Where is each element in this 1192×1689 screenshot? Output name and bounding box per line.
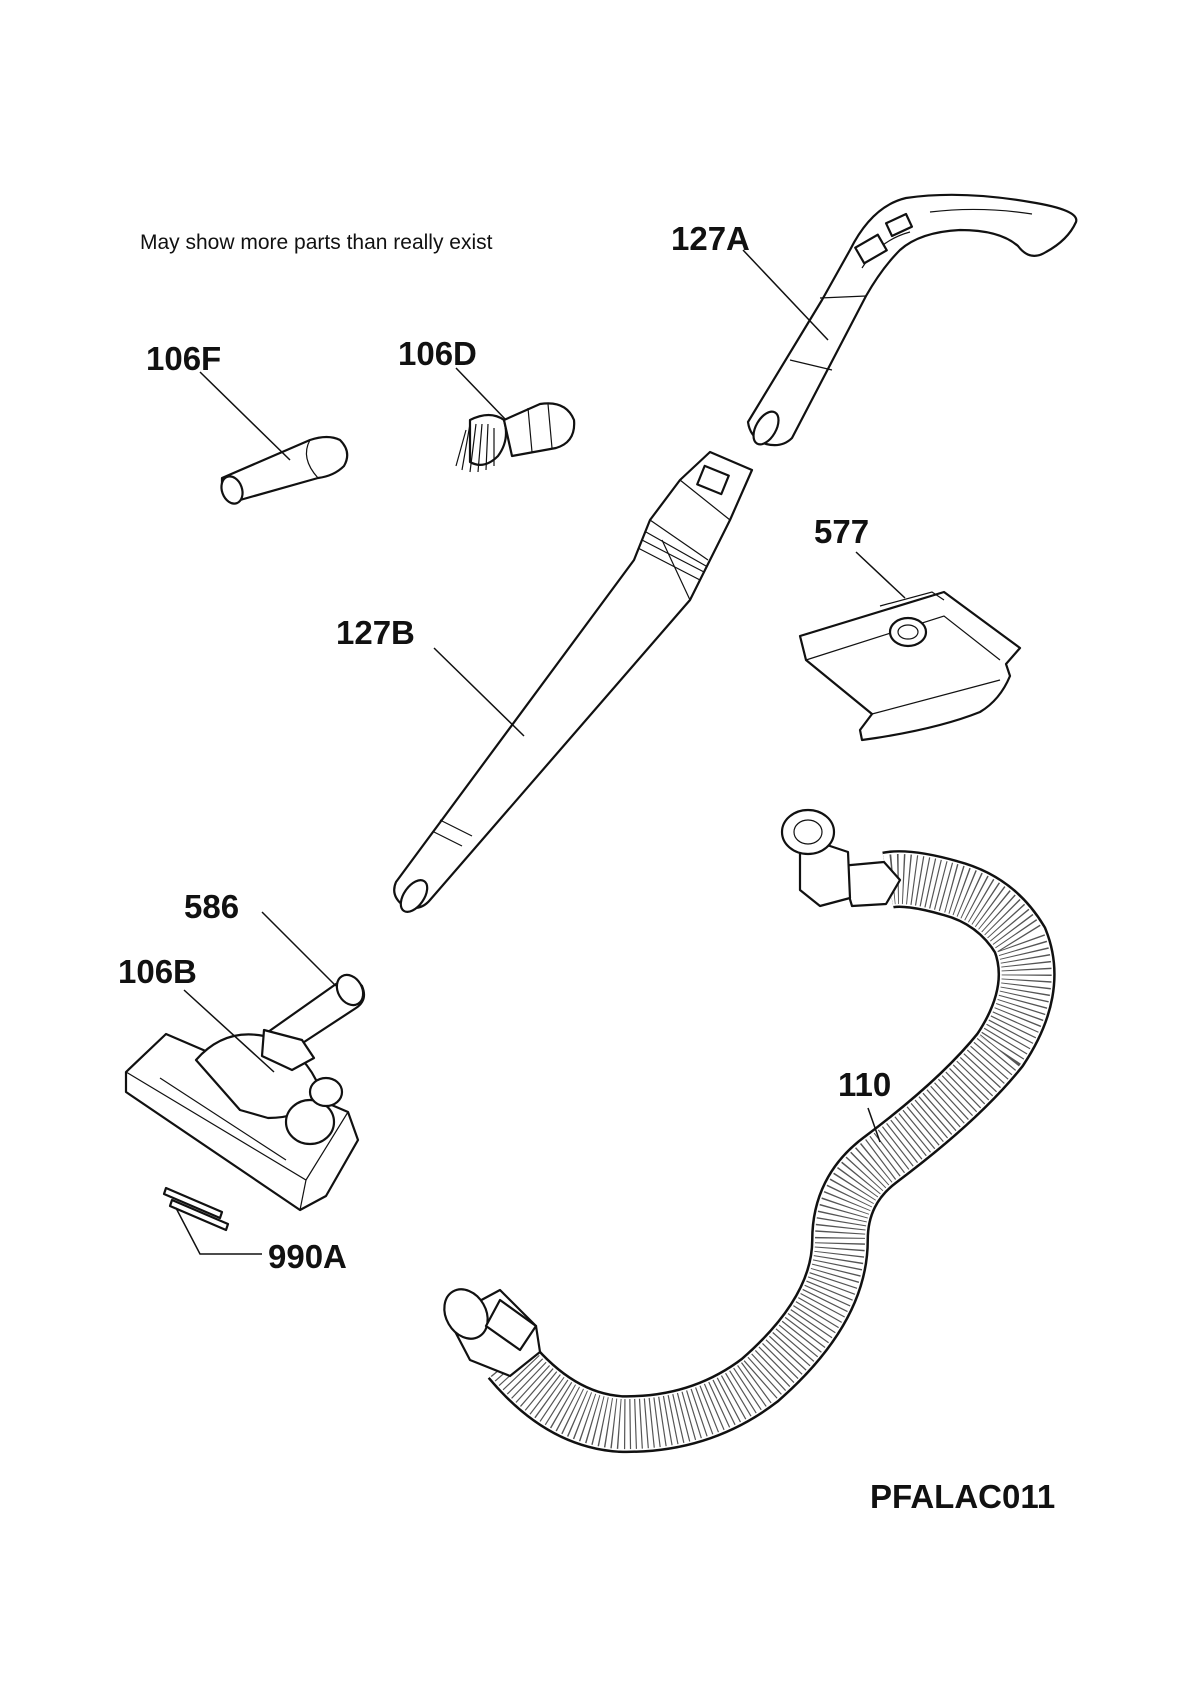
telescopic-wand-127B xyxy=(393,450,754,913)
leader-106F xyxy=(199,371,291,461)
leader-106D xyxy=(455,367,507,421)
callout-106B: 106B xyxy=(118,953,197,990)
callout-110: 110 xyxy=(838,1066,892,1103)
leader-990A xyxy=(175,1207,262,1255)
callout-106D: 106D xyxy=(398,335,477,372)
leader-127A xyxy=(742,249,829,341)
leader-127B xyxy=(433,647,525,737)
leader-586 xyxy=(261,911,337,987)
leader-577 xyxy=(855,551,906,599)
callout-106F: 106F xyxy=(146,340,222,377)
disclaimer-note: May show more parts than really exist xyxy=(140,231,493,254)
leader-106B xyxy=(183,989,275,1073)
floor-nozzle-106B xyxy=(124,973,366,1232)
callout-586: 586 xyxy=(184,888,240,925)
callout-127A: 127A xyxy=(671,220,750,257)
crevice-tool-106F xyxy=(220,435,349,505)
leader-lines xyxy=(175,249,906,1255)
dusting-brush-106D xyxy=(455,402,576,473)
callout-127B: 127B xyxy=(336,614,415,651)
diagram-code: PFALAC011 xyxy=(870,1478,1056,1515)
leader-110 xyxy=(867,1107,881,1143)
handle-wand-127A xyxy=(746,193,1078,447)
callout-990A: 990A xyxy=(268,1238,347,1275)
callout-577: 577 xyxy=(814,513,870,550)
dust-bag-577 xyxy=(798,590,1022,742)
flexible-hose-110 xyxy=(443,808,1056,1454)
